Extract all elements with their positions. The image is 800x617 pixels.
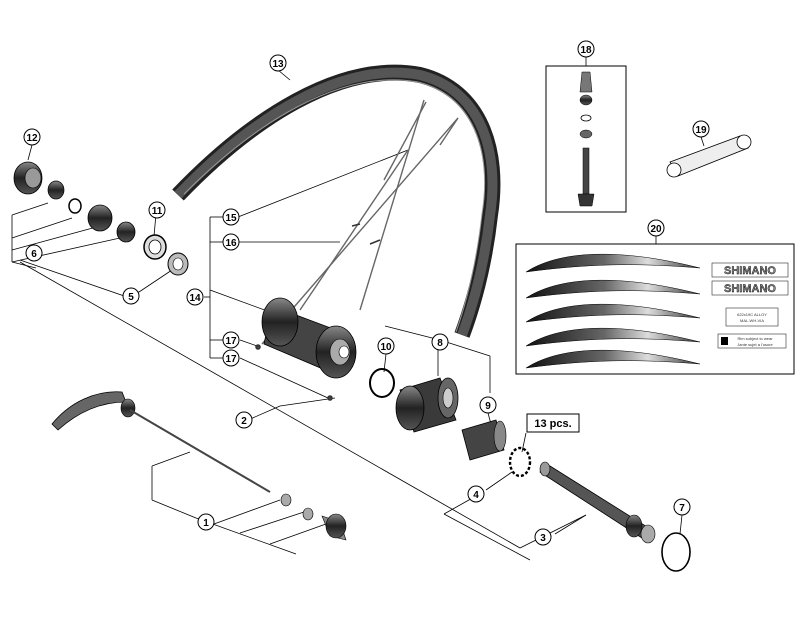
rim-decal-swoosh-4 <box>525 328 701 347</box>
svg-text:17: 17 <box>225 354 237 365</box>
callout-14: 14 <box>186 288 204 306</box>
svg-text:20: 20 <box>650 224 662 235</box>
svg-text:3: 3 <box>540 533 546 544</box>
svg-text:16: 16 <box>225 238 237 249</box>
callout-17-upper: 17 <box>222 331 240 349</box>
notice-decal-line2: Jante sujet a l'usure <box>737 342 773 347</box>
quantity-label-box: 13 pcs. <box>526 413 580 433</box>
spec-decal-line2: MAL-WH-VIA <box>740 318 764 323</box>
warning-icon <box>721 337 728 345</box>
callout-7: 7 <box>673 498 691 516</box>
dust-cap <box>116 221 136 243</box>
callout-8: 8 <box>431 333 449 351</box>
spacer-ring <box>143 234 167 260</box>
freehub-body <box>395 377 459 433</box>
brand-decal-2: SHIMANO <box>724 283 776 295</box>
rim-decal-swoosh-3 <box>525 304 701 323</box>
svg-text:14: 14 <box>189 293 201 304</box>
cone-nut <box>47 180 65 200</box>
svg-text:6: 6 <box>31 249 37 260</box>
washer <box>68 198 82 214</box>
callout-13: 13 <box>269 54 287 72</box>
svg-text:17: 17 <box>225 336 237 347</box>
svg-text:18: 18 <box>580 45 592 56</box>
callout-2: 2 <box>235 411 253 429</box>
quick-release <box>51 391 347 541</box>
rim-decal-swoosh-2 <box>525 280 701 299</box>
spoke-wrench <box>666 134 752 178</box>
decal-sheet: SHIMANO SHIMANO 622x19C ALLOY MAL-WH-VIA… <box>515 243 795 375</box>
rim <box>172 64 501 338</box>
svg-text:8: 8 <box>437 338 443 349</box>
callout-9: 9 <box>479 396 497 414</box>
quantity-label: 13 pcs. <box>534 418 571 430</box>
o-ring <box>369 368 395 398</box>
spokes <box>261 99 459 345</box>
svg-text:15: 15 <box>225 213 237 224</box>
callout-6: 6 <box>25 244 43 262</box>
callout-19: 19 <box>692 120 710 138</box>
rim-decal-swoosh-5 <box>525 350 701 369</box>
callout-18: 18 <box>577 40 595 58</box>
svg-text:1: 1 <box>203 518 209 529</box>
valve-kit-box <box>545 65 627 213</box>
freehub-spacer <box>461 419 507 461</box>
spec-decal: 622x19C ALLOY <box>737 312 767 317</box>
cone <box>87 204 113 232</box>
svg-text:2: 2 <box>241 416 247 427</box>
callout-5: 5 <box>122 287 140 305</box>
callout-1: 1 <box>197 513 215 531</box>
svg-text:5: 5 <box>128 292 134 303</box>
callout-markers: 1 2 3 4 5 6 7 8 9 10 11 12 13 14 15 16 1… <box>23 40 710 546</box>
callout-17-lower: 17 <box>222 349 240 367</box>
svg-text:11: 11 <box>152 206 163 217</box>
brand-decal-1: SHIMANO <box>724 265 776 277</box>
callout-11: 11 <box>148 201 166 219</box>
svg-text:13: 13 <box>272 59 284 70</box>
callout-20: 20 <box>647 219 665 237</box>
callout-15: 15 <box>222 208 240 226</box>
callout-3: 3 <box>534 528 552 546</box>
notice-decal: Rim subject to wear <box>737 336 773 341</box>
svg-text:10: 10 <box>380 342 392 353</box>
locknut <box>13 161 43 195</box>
svg-text:7: 7 <box>679 503 685 514</box>
svg-text:19: 19 <box>695 125 707 136</box>
callout-16: 16 <box>222 233 240 251</box>
lock-ring <box>508 446 532 478</box>
leader-lines <box>11 57 705 561</box>
callout-10: 10 <box>377 337 395 355</box>
callout-12: 12 <box>23 128 41 146</box>
svg-text:12: 12 <box>26 133 38 144</box>
hub-body <box>209 289 357 379</box>
rim-decal-swoosh-1 <box>525 254 701 273</box>
svg-text:9: 9 <box>485 401 491 412</box>
axle <box>539 461 656 544</box>
seal-ring <box>661 532 691 572</box>
svg-text:4: 4 <box>473 490 479 501</box>
bearing-cone <box>167 252 189 276</box>
spoke-nipples <box>255 223 381 401</box>
callout-4: 4 <box>467 485 485 503</box>
